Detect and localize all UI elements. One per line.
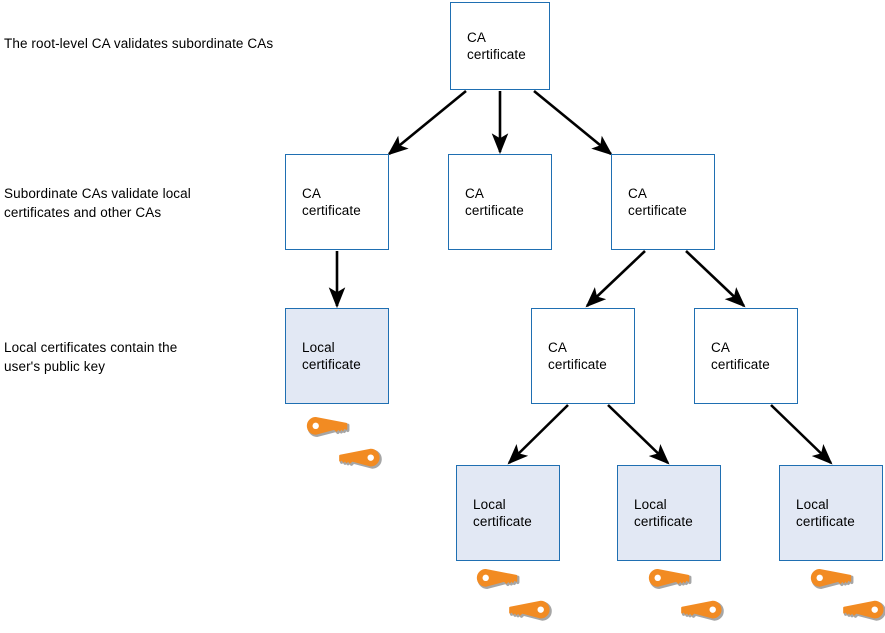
node-label: Local certificate — [796, 497, 855, 529]
key-pair-icon — [648, 568, 724, 621]
connector-arrow — [533, 89, 613, 156]
key-icon — [648, 568, 692, 589]
node-label: Local certificate — [302, 340, 361, 372]
connector-arrow — [770, 404, 833, 465]
node-local-certificate-bottom-middle[interactable]: Local certificate — [617, 465, 721, 561]
key-icon — [339, 448, 382, 469]
node-local-certificate-bottom-right[interactable]: Local certificate — [779, 465, 883, 561]
key-pair-icon — [476, 568, 552, 621]
key-pair-icon — [306, 416, 382, 469]
node-label: Local certificate — [634, 497, 693, 529]
node-ca-level3-left[interactable]: CA certificate — [531, 308, 635, 404]
key-icon — [306, 416, 350, 437]
key-icon — [843, 600, 885, 621]
node-label: CA certificate — [711, 340, 770, 372]
node-root-ca-certificate[interactable]: CA certificate — [450, 2, 550, 90]
node-label: CA certificate — [628, 186, 687, 218]
connector-arrow — [585, 250, 646, 308]
node-label: CA certificate — [302, 186, 361, 218]
connector-arrow — [387, 89, 467, 156]
node-ca-level3-right[interactable]: CA certificate — [694, 308, 798, 404]
node-label: CA certificate — [465, 186, 524, 218]
key-pair-icon — [303, 416, 385, 478]
key-icon — [476, 568, 520, 589]
key-pair-icon — [645, 568, 727, 630]
key-icon — [810, 568, 854, 589]
connector-arrow — [507, 404, 569, 465]
connector-arrow — [685, 250, 746, 308]
caption-subordinate-cas: Subordinate CAs validate local certifica… — [4, 186, 191, 220]
key-pair-icon — [473, 568, 555, 630]
node-ca-level2-left[interactable]: CA certificate — [285, 154, 389, 250]
key-pair-icon — [807, 568, 885, 630]
node-local-certificate-left[interactable]: Local certificate — [285, 308, 389, 404]
key-pair-icon — [810, 568, 885, 621]
connector-arrow — [607, 404, 670, 465]
node-ca-level2-right[interactable]: CA certificate — [611, 154, 715, 250]
node-label: CA certificate — [467, 30, 526, 62]
node-local-certificate-bottom-left[interactable]: Local certificate — [456, 465, 560, 561]
key-icon — [681, 600, 724, 621]
caption-root-level: The root-level CA validates subordinate … — [4, 36, 274, 51]
key-icon — [509, 600, 552, 621]
node-ca-level2-middle[interactable]: CA certificate — [448, 154, 552, 250]
node-label: CA certificate — [548, 340, 607, 372]
caption-local-certificates: Local certificates contain the user's pu… — [4, 340, 178, 374]
node-label: Local certificate — [473, 497, 532, 529]
